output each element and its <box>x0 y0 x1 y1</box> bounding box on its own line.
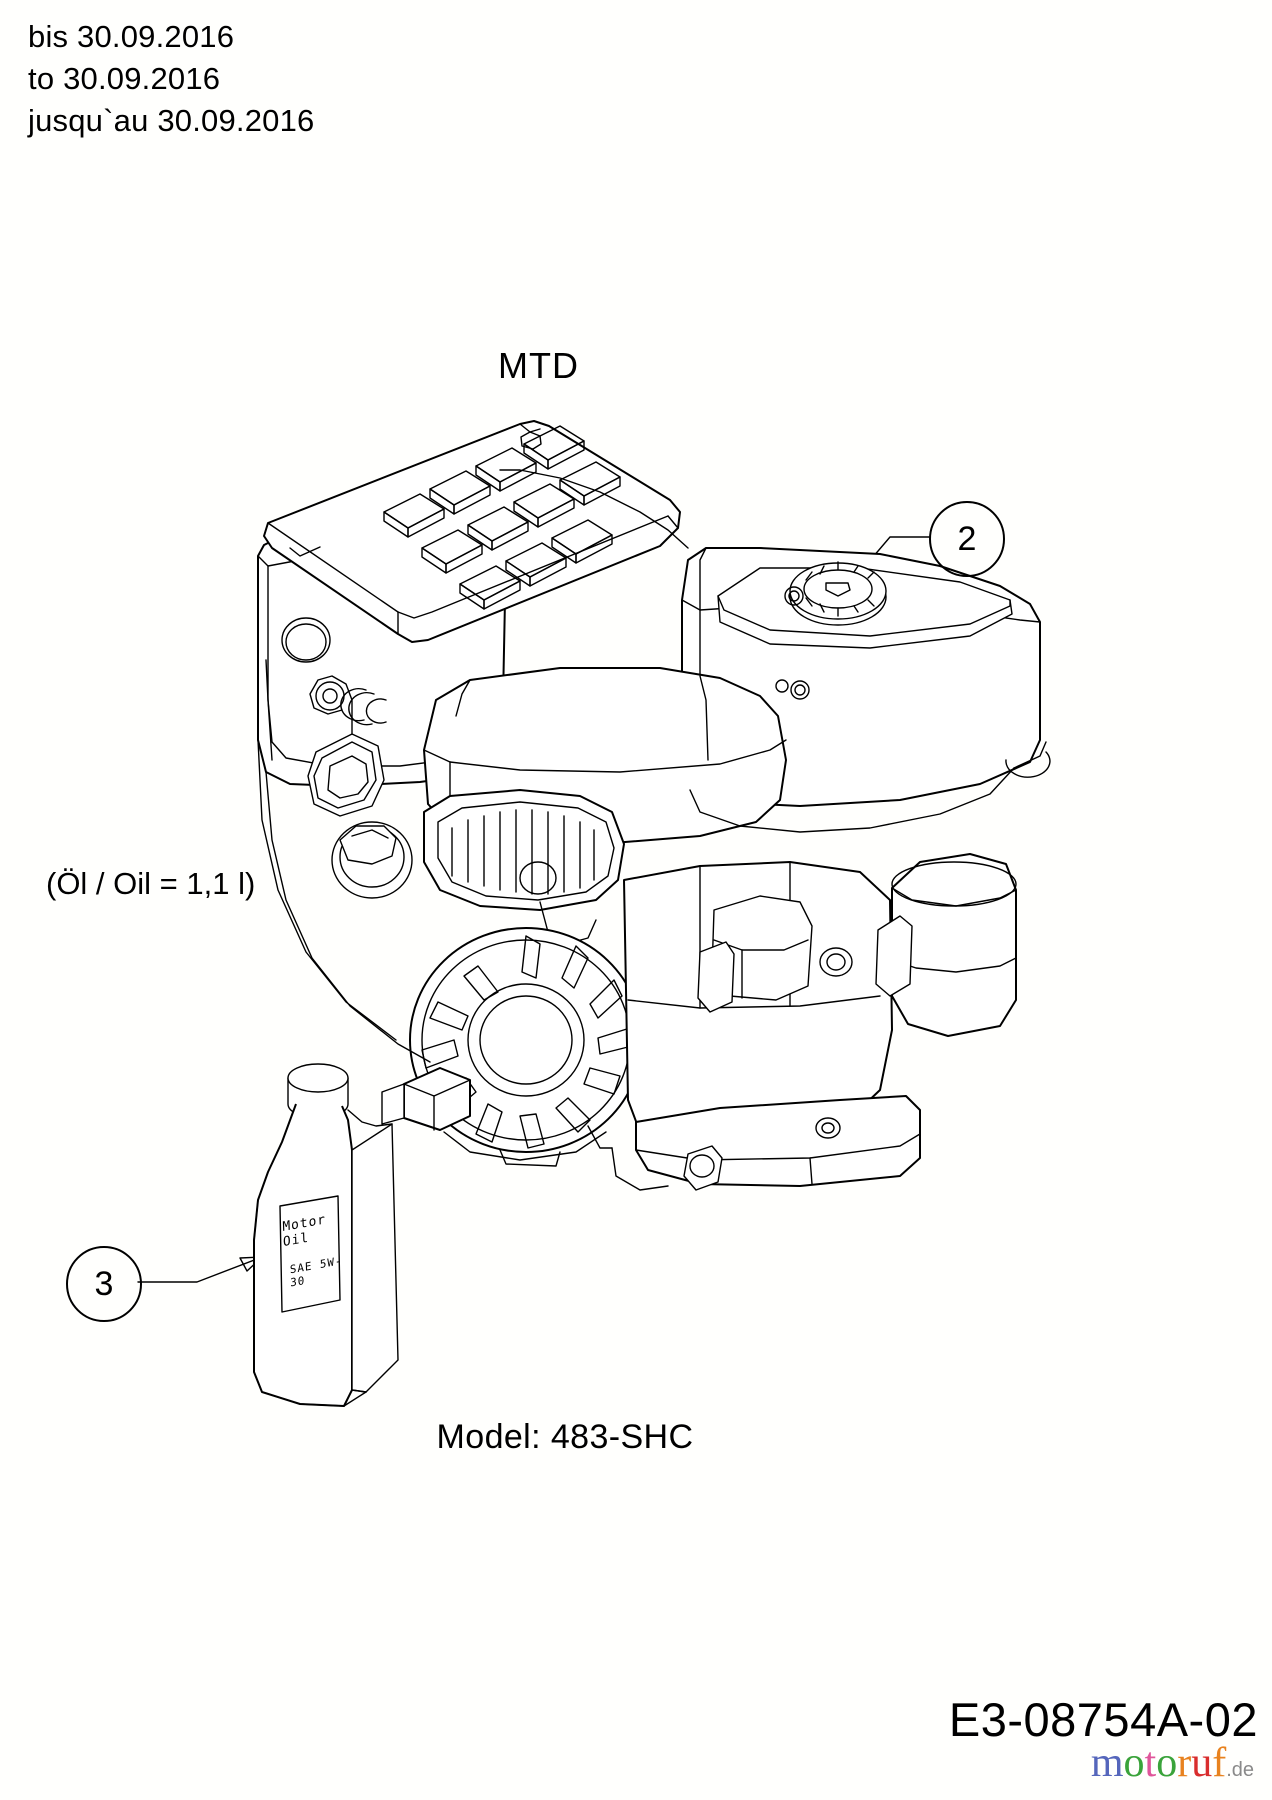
callout-balloon-2[interactable]: 2 <box>929 501 1005 577</box>
recoil-starter <box>409 927 643 1167</box>
lower-bracket <box>587 1125 669 1191</box>
oil-capacity-note: (Öl / Oil = 1,1 l) <box>46 866 256 901</box>
watermark-letter-o1: o <box>1123 1740 1145 1786</box>
fuel-cap <box>789 561 887 626</box>
validity-line-en: to 30.09.2016 <box>28 61 221 96</box>
bottle-label <box>279 1195 341 1313</box>
callout-balloon-2-number: 2 <box>957 519 977 558</box>
watermark-letter-m: m <box>1090 1740 1124 1786</box>
model-label: Model: 483-SHC <box>436 1418 694 1456</box>
throttle-linkage <box>307 675 387 817</box>
crankshaft-output-shaft <box>381 1067 471 1131</box>
watermark-letter-r: r <box>1177 1740 1192 1786</box>
validity-line-de: bis 30.09.2016 <box>28 19 235 54</box>
validity-period-block: bis 30.09.2016 to 30.09.2016 jusqu`au 30… <box>28 16 314 142</box>
callout-balloon-3-number: 3 <box>94 1264 114 1303</box>
watermark-letter-u: u <box>1191 1740 1213 1786</box>
callout-balloon-3[interactable]: 3 <box>66 1246 142 1322</box>
watermark-letter-t: t <box>1144 1740 1157 1786</box>
watermark-letter-f: f <box>1212 1740 1227 1786</box>
mounting-base <box>635 1095 921 1191</box>
air-filter-cover <box>263 420 681 643</box>
muffler-assembly <box>875 853 1017 1037</box>
oil-fill-cap <box>331 821 413 899</box>
site-watermark: motoruf.de <box>1091 1742 1254 1791</box>
callout-3-leader <box>137 1256 263 1283</box>
brand-label: MTD <box>498 345 579 386</box>
watermark-letter-o2: o <box>1156 1740 1178 1786</box>
crankcase <box>623 861 893 1151</box>
left-side-panel <box>257 739 431 1063</box>
watermark-suffix: .de <box>1226 1759 1254 1781</box>
ignition-module <box>697 895 853 1013</box>
carry-handle <box>423 789 625 945</box>
part-number-label: E3-08754A-02 <box>948 1693 1258 1746</box>
tank-lower-edge <box>689 767 1015 833</box>
oil-bottle <box>253 1063 399 1407</box>
bottle-label-line2: SAE 5W-30 <box>289 1254 343 1290</box>
validity-line-fr: jusqu`au 30.09.2016 <box>28 103 315 138</box>
